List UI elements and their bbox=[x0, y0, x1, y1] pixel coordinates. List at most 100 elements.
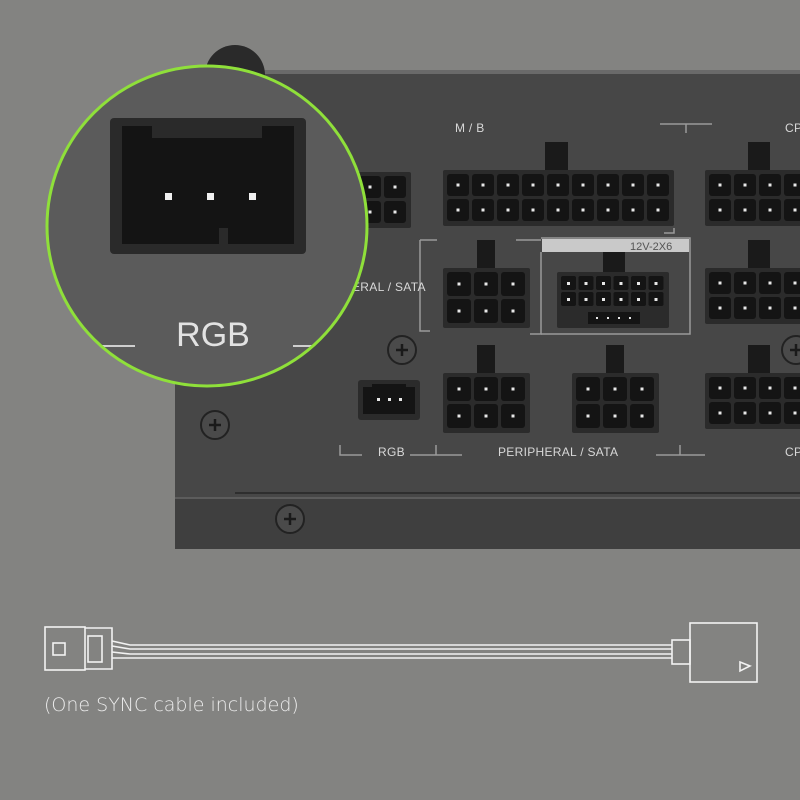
mb-24pin-connector-pin bbox=[506, 183, 510, 187]
cpu-right-mid-connector-pin bbox=[718, 281, 722, 285]
mb-24pin-connector-pin bbox=[506, 208, 510, 212]
mb-24pin-connector-latch bbox=[545, 142, 568, 172]
cpu-right-mid-connector-socket bbox=[784, 297, 800, 319]
cpu-right-mid-connector-pin bbox=[768, 306, 772, 310]
peripheral-sata-connector-mid-pin bbox=[457, 282, 461, 286]
cpu-bottom-connector-pin bbox=[768, 386, 772, 390]
rgb-header-pin bbox=[399, 398, 402, 401]
peripheral-sata-connector-1-pin bbox=[457, 414, 461, 418]
partial-connector-pin bbox=[368, 210, 372, 214]
cpu-right-mid-connector-latch bbox=[748, 240, 770, 270]
cpu-top-connector-socket bbox=[784, 174, 800, 196]
12v-2x6-pin bbox=[637, 298, 640, 301]
peripheral-sata-connector-mid-pin bbox=[484, 282, 488, 286]
cpu-bottom-connector-socket bbox=[784, 377, 800, 399]
cpu-bottom-connector-pin bbox=[743, 411, 747, 415]
rgb-header-pin bbox=[377, 398, 380, 401]
mb-24pin-connector-pin bbox=[606, 183, 610, 187]
12v-2x6-pin bbox=[584, 298, 588, 301]
mb-24pin-connector-pin bbox=[656, 208, 660, 212]
mb-24pin-connector-pin bbox=[581, 208, 585, 212]
rgb-header-pin bbox=[388, 398, 391, 401]
peripheral-sata-connector-2-pin bbox=[586, 414, 590, 418]
sync-cable bbox=[44, 622, 758, 683]
cpu-bottom-connector-pin bbox=[743, 386, 747, 390]
12v-2x6-sense-row bbox=[588, 312, 640, 324]
cpu-top-connector-pin bbox=[793, 208, 797, 212]
peripheral-sata-connector-2-pin bbox=[640, 387, 644, 391]
cpu-top-label: CPU bbox=[785, 121, 800, 135]
12v-2x6-pin bbox=[654, 282, 658, 285]
peripheral-sata-connector-mid-pin bbox=[511, 282, 515, 286]
cpu-top-connector-latch bbox=[748, 142, 770, 172]
mb-24pin-connector-pin bbox=[556, 208, 560, 212]
12v-2x6-pin bbox=[602, 298, 605, 301]
cpu-bottom-connector-pin bbox=[793, 386, 797, 390]
12v-2x6-pin bbox=[567, 298, 570, 301]
cpu-right-mid-connector-pin bbox=[743, 281, 747, 285]
cpu-right-mid-connector-pin bbox=[743, 306, 747, 310]
12v-2x6-label: 12V-2X6 bbox=[630, 241, 672, 253]
mb-24pin-connector-pin bbox=[531, 208, 535, 212]
12v-2x6-sense-pin bbox=[618, 317, 620, 319]
rgb-magnifier: RGB bbox=[45, 64, 369, 388]
cpu-bottom-connector-latch bbox=[748, 345, 770, 375]
peripheral-sata-connector-1-pin bbox=[511, 387, 515, 391]
peripheral-sata-connector-2-pin bbox=[613, 387, 617, 391]
cpu-bottom-connector-pin bbox=[718, 411, 722, 415]
rgb-label: RGB bbox=[378, 445, 405, 459]
cpu-top-connector-pin bbox=[768, 208, 772, 212]
mb-24pin-connector-pin bbox=[481, 208, 485, 212]
12v-2x6-pin bbox=[567, 282, 570, 285]
cpu-bottom-connector-pin bbox=[718, 386, 722, 390]
cpu-bottom-connector-pin bbox=[768, 411, 772, 415]
cpu-right-mid-connector-socket bbox=[784, 272, 800, 294]
12v-2x6-sense-pin bbox=[607, 317, 609, 319]
peripheral-sata-label: PERIPHERAL / SATA bbox=[498, 445, 618, 459]
cpu-right-mid-connector-pin bbox=[768, 281, 772, 285]
mb-label: M / B bbox=[455, 121, 485, 135]
screw-cross bbox=[396, 344, 408, 356]
partial-connector-pin bbox=[393, 185, 397, 189]
peripheral-sata-connector-1-pin bbox=[484, 414, 488, 418]
cable-connector-left bbox=[44, 626, 86, 671]
cpu-bottom-label: CPU bbox=[785, 445, 800, 459]
cpu-right-mid-connector-pin bbox=[793, 281, 797, 285]
peripheral-sata-connector-2-pin bbox=[586, 387, 590, 391]
mb-24pin-connector-pin bbox=[531, 183, 535, 187]
mb-24pin-connector-pin bbox=[456, 183, 460, 187]
cpu-top-connector-socket bbox=[784, 199, 800, 221]
12v-2x6-pin bbox=[584, 282, 588, 285]
cable-connector-right bbox=[689, 622, 758, 683]
12v-2x6-pin bbox=[637, 282, 640, 285]
screw-cross bbox=[790, 344, 800, 356]
mb-24pin-connector-pin bbox=[606, 208, 610, 212]
peripheral-sata-connector-mid-pin bbox=[457, 309, 461, 313]
12v-2x6-pin bbox=[619, 282, 623, 285]
peripheral-sata-connector-2-latch bbox=[606, 345, 624, 375]
peripheral-sata-connector-mid-latch bbox=[477, 240, 495, 270]
cpu-top-connector-pin bbox=[718, 208, 722, 212]
cpu-right-mid-connector-pin bbox=[718, 306, 722, 310]
cpu-top-connector-pin bbox=[743, 208, 747, 212]
mb-24pin-connector-pin bbox=[556, 183, 560, 187]
cpu-top-connector-pin bbox=[768, 183, 772, 187]
mb-24pin-connector-pin bbox=[631, 208, 635, 212]
screw-cross bbox=[209, 419, 221, 431]
cpu-top-connector-pin bbox=[743, 183, 747, 187]
mb-24pin-connector-pin bbox=[656, 183, 660, 187]
12v-2x6-sense-pin bbox=[629, 317, 631, 319]
magnifier-ring bbox=[45, 64, 369, 388]
peripheral-sata-connector-2-pin bbox=[613, 414, 617, 418]
partial-connector-pin bbox=[393, 210, 397, 214]
peripheral-sata-connector-2-pin bbox=[640, 414, 644, 418]
peripheral-sata-connector-mid-pin bbox=[511, 309, 515, 313]
guide-lines bbox=[339, 123, 712, 456]
magnifier-rgb-label: RGB bbox=[176, 316, 250, 354]
mb-24pin-connector-pin bbox=[481, 183, 485, 187]
mb-24pin-connector-pin bbox=[456, 208, 460, 212]
cpu-bottom-connector-pin bbox=[793, 411, 797, 415]
cpu-bottom-connector-socket bbox=[784, 402, 800, 424]
peripheral-sata-connector-1-pin bbox=[511, 414, 515, 418]
cable-caption: (One SYNC cable included) bbox=[44, 694, 299, 716]
